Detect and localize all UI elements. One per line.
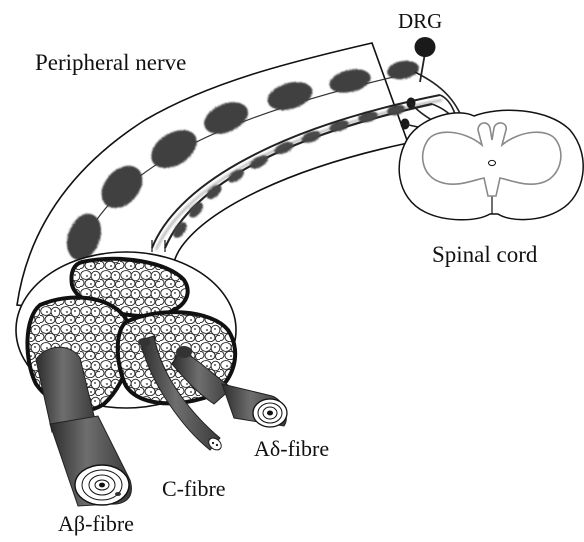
c-fibre-label: C-fibre [162, 476, 226, 502]
central-canal [489, 160, 496, 165]
spinal-cord-label: Spinal cord [432, 242, 537, 268]
a-beta-fibre-label: Aβ-fibre [58, 511, 134, 537]
drg-ganglion [415, 37, 436, 82]
a-delta-fibre-label: Aδ-fibre [254, 436, 329, 462]
drg-label: DRG [398, 9, 442, 34]
spinal-cord [399, 110, 583, 220]
peripheral-nerve-label: Peripheral nerve [35, 50, 186, 76]
